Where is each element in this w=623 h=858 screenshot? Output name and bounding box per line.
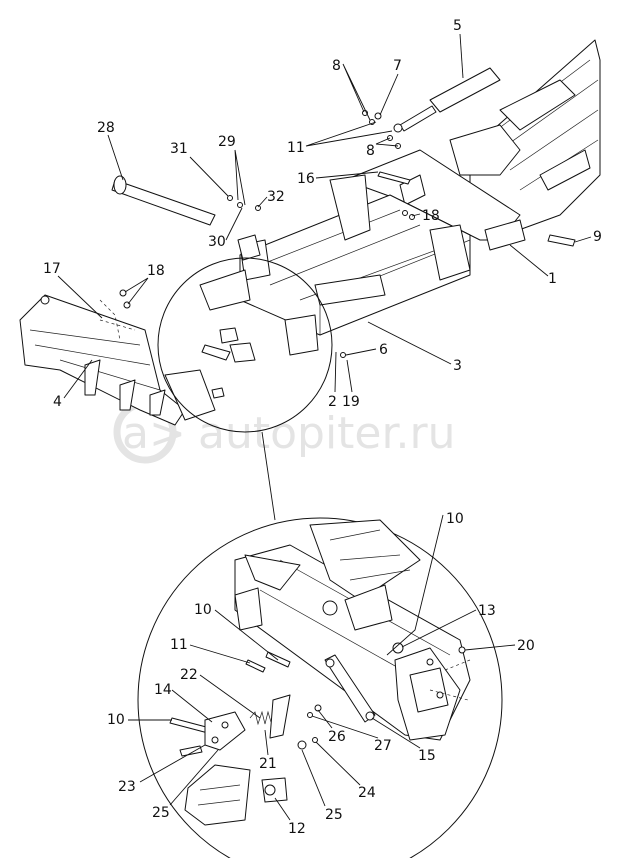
- callout-11-detail: 11: [170, 637, 188, 653]
- detail-circle-source: [157, 257, 333, 433]
- callout-2: 2: [328, 394, 337, 410]
- callout-8-upper: 8: [332, 58, 341, 74]
- detail-connector: [261, 431, 276, 521]
- callout-9: 9: [593, 229, 602, 245]
- watermark: a> autopiter.ru: [113, 400, 456, 464]
- callout-3: 3: [453, 358, 462, 374]
- callout-26: 26: [328, 729, 346, 745]
- callout-8-lower: 8: [366, 143, 375, 159]
- callout-25-left: 25: [152, 805, 170, 821]
- callout-4: 4: [53, 394, 62, 410]
- callout-17: 17: [43, 261, 61, 277]
- callout-18-right: 18: [422, 208, 440, 224]
- callout-22: 22: [180, 667, 198, 683]
- callout-6: 6: [379, 342, 388, 358]
- callout-24: 24: [358, 785, 376, 801]
- callout-19: 19: [342, 394, 360, 410]
- callout-31: 31: [170, 141, 188, 157]
- callout-1: 1: [548, 271, 557, 287]
- callout-27: 27: [374, 738, 392, 754]
- callout-10-left: 10: [107, 712, 125, 728]
- callout-20: 20: [517, 638, 535, 654]
- callout-32: 32: [267, 189, 285, 205]
- callout-18-left: 18: [147, 263, 165, 279]
- callout-5: 5: [453, 18, 462, 34]
- callout-23: 23: [118, 779, 136, 795]
- callout-15: 15: [418, 748, 436, 764]
- callout-10-top: 10: [446, 511, 464, 527]
- callout-25-right: 25: [325, 807, 343, 823]
- callout-14: 14: [154, 682, 172, 698]
- callout-7: 7: [393, 58, 402, 74]
- callout-21: 21: [259, 756, 277, 772]
- callout-16: 16: [297, 171, 315, 187]
- main-frame-assembly: [19, 39, 601, 426]
- callout-30: 30: [208, 234, 226, 250]
- callout-11-upper: 11: [287, 140, 305, 156]
- watermark-text: autopiter.ru: [198, 408, 456, 459]
- callouts: 5 8 7 28 29 31 11 8 16 32 30 18: [43, 18, 602, 837]
- detail-circle: [137, 517, 503, 858]
- callout-13: 13: [478, 603, 496, 619]
- callout-29: 29: [218, 134, 236, 150]
- callout-10-mid: 10: [194, 602, 212, 618]
- callout-28: 28: [97, 120, 115, 136]
- detail-view: [137, 517, 503, 858]
- callout-12: 12: [288, 821, 306, 837]
